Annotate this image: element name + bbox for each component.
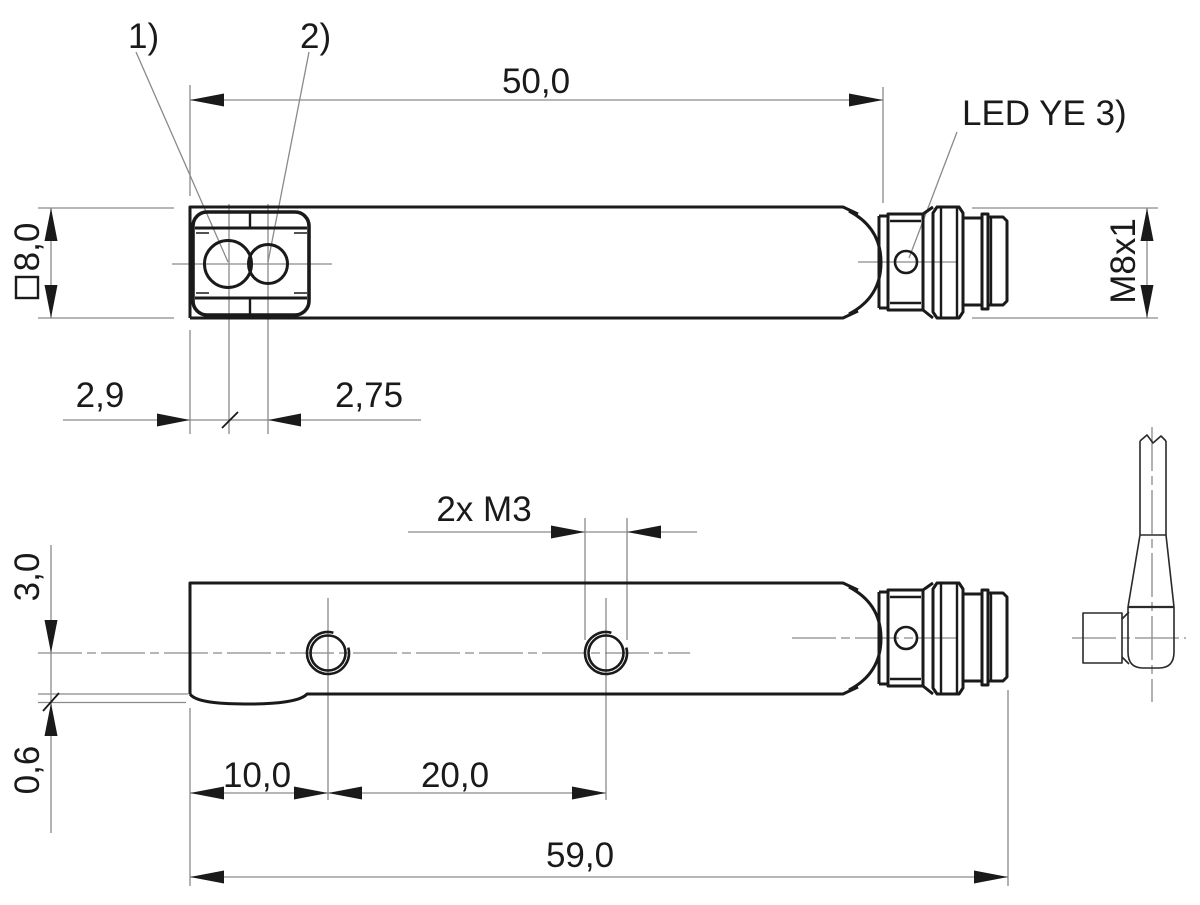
m3-hole-1	[309, 634, 347, 672]
lens-2-receiver	[247, 243, 289, 285]
connector-barrel	[886, 212, 925, 312]
arrow-20-left	[328, 786, 362, 800]
dim-face-protrusion-label: 0,6	[8, 746, 47, 795]
connector-step	[963, 216, 982, 307]
body-end-arc-side	[848, 585, 883, 692]
connector-end-cap	[986, 215, 1009, 307]
connector-barrel-side	[886, 588, 925, 688]
arrow-8-top	[44, 208, 58, 241]
dim-slash-lens	[221, 411, 239, 429]
led-label: LED YE 3)	[962, 94, 1127, 133]
m3-hole-2-thread-arc	[583, 630, 629, 676]
connector-barrel-grooves-side	[890, 595, 921, 681]
connector-transition-side	[922, 581, 934, 696]
connector-nut-ring-lines-side	[939, 584, 959, 693]
face-groove-notches	[196, 232, 307, 294]
mating-connector-view	[1072, 427, 1186, 702]
dim-lens1-offset-label: 2,9	[76, 376, 125, 415]
cable-break-line	[1139, 434, 1167, 444]
arrow-m8-top	[1140, 208, 1154, 241]
socket-coupling-nut	[1082, 612, 1123, 664]
dim-body-length-label: 50,0	[502, 62, 570, 101]
dim-hole-spacing-label: 20,0	[421, 756, 489, 795]
arrow-3-down	[44, 620, 58, 653]
front-view: 1) 2) 50,0 8,0 2,9 2,75 LED YE 3) M8x1	[8, 17, 1158, 434]
m3-hole-2	[587, 634, 625, 672]
connector-transition	[922, 205, 934, 320]
note-1-label: 1)	[128, 17, 159, 56]
lens-1-emitter	[203, 239, 253, 289]
dim-body-height-label: 8,0	[8, 223, 47, 272]
side-view: 3,0 0,6 2x M3 10,0 20,0 59,0	[8, 490, 1009, 886]
arrow-59-left	[190, 870, 224, 884]
connector-nut-ring-side	[931, 581, 965, 696]
arrow-59-right	[974, 870, 1008, 884]
arrow-m3-right	[627, 525, 661, 539]
body-outline-bottom-side	[188, 685, 859, 706]
dim-total-length-label: 59,0	[546, 836, 614, 875]
arrow-10-left	[190, 786, 224, 800]
arrow-50-right	[849, 93, 883, 107]
square-section-symbol	[14, 275, 40, 300]
connector-barrel-grooves	[890, 219, 921, 305]
arrow-10-right	[294, 786, 328, 800]
m3-hole-1-thread-arc	[305, 630, 351, 676]
arrow-8-bottom	[44, 285, 58, 318]
body-outline-top-side	[188, 581, 859, 694]
body-outline-top	[188, 205, 859, 318]
body-end-arc	[848, 209, 883, 316]
arrow-50-left	[190, 93, 224, 107]
dim-slash-lip	[42, 692, 60, 712]
note1-leader-line	[135, 51, 229, 263]
dim-hole-axis-label: 3,0	[8, 553, 47, 602]
led-indicator-hole-side	[893, 625, 919, 651]
arrow-275	[268, 413, 301, 427]
note-2-label: 2)	[300, 17, 331, 56]
cable-sides	[1139, 441, 1167, 535]
holes-label: 2x M3	[436, 490, 531, 529]
arrow-29	[157, 413, 190, 427]
arrow-20-right	[572, 786, 606, 800]
dim-lens-spacing-label: 2,75	[335, 376, 403, 415]
dim-hole1-offset-label: 10,0	[223, 756, 291, 795]
arrow-06-up	[44, 703, 58, 736]
led-leader-line	[908, 131, 958, 259]
dim-thread-label: M8x1	[1104, 218, 1143, 304]
socket-cone-lines	[1121, 611, 1130, 665]
connector-end-cap-side	[986, 591, 1009, 683]
connector-nut-ring	[931, 205, 965, 320]
note2-leader-line	[267, 51, 310, 263]
connector-step-side	[963, 592, 982, 683]
cable-boot	[1127, 534, 1175, 608]
optical-face-plate	[191, 210, 311, 317]
arrow-m3-left	[551, 525, 585, 539]
connector-nut-ring-lines	[939, 208, 959, 317]
arrow-m8-bottom	[1140, 285, 1154, 318]
led-indicator-hole	[893, 249, 919, 275]
socket-body	[1127, 607, 1175, 669]
